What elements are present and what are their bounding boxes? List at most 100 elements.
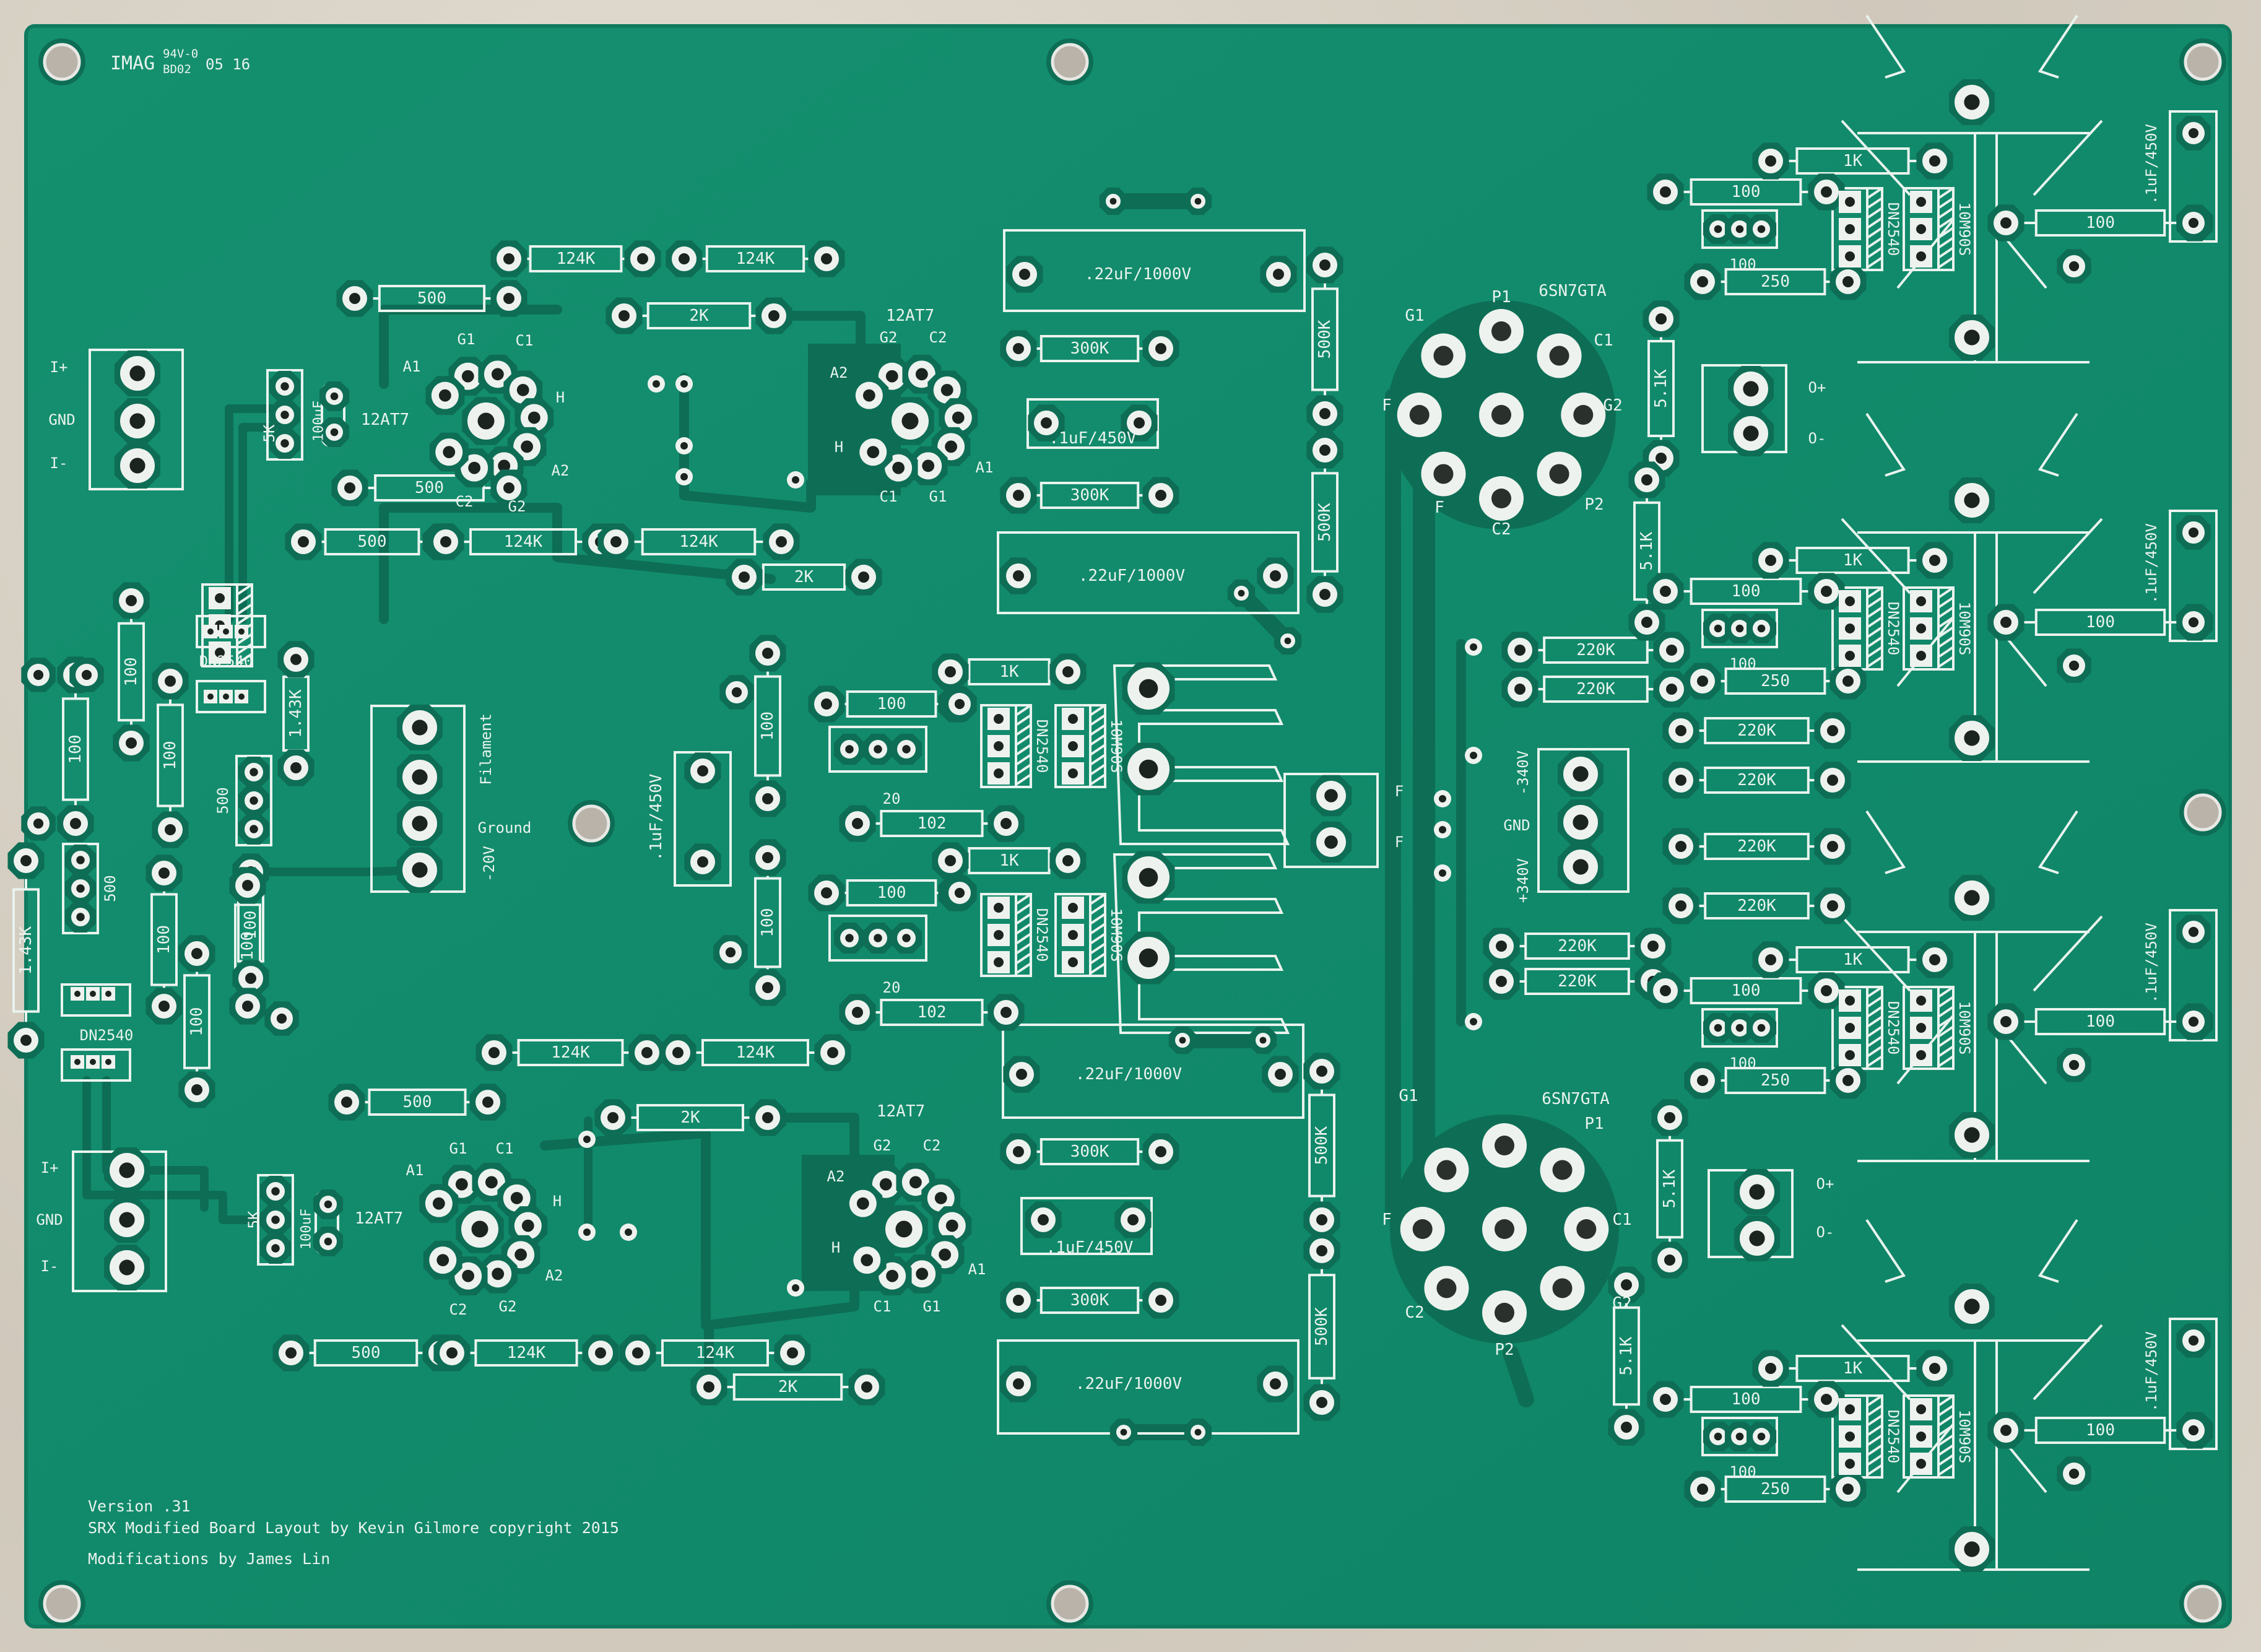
drill-hole <box>503 253 514 264</box>
resistor-value: 100 <box>2086 1421 2115 1440</box>
resistor-value: 250 <box>1761 1480 1790 1498</box>
drill-hole <box>1319 408 1330 419</box>
drill-hole <box>762 1112 773 1123</box>
connector-label: GND <box>36 1211 63 1228</box>
resistor-value: 500K <box>1316 320 1334 359</box>
tube-pin-label: A1 <box>976 459 994 476</box>
silk-line <box>1937 1434 1955 1446</box>
trimpot-label: 500 <box>214 787 232 814</box>
via-hole <box>583 1136 591 1143</box>
drill-hole <box>1068 957 1078 967</box>
drill-hole <box>922 459 935 472</box>
capacitor-outline <box>1026 398 1159 449</box>
octal-pin-label: C1 <box>1594 331 1613 350</box>
tube-pin-label: C2 <box>923 1137 941 1154</box>
drill-hole <box>1845 996 1855 1006</box>
tube-pin-label: G1 <box>458 331 475 348</box>
transistor-label: DN2540 <box>1885 1001 1902 1055</box>
silk-line <box>1866 197 1883 209</box>
resistor-value: 500K <box>1316 503 1334 542</box>
tube-pin-label: G1 <box>929 488 947 505</box>
drill-hole <box>2068 1059 2080 1071</box>
drill-hole <box>1916 996 1926 1006</box>
drill-hole <box>1127 1214 1139 1225</box>
trimpot-outline <box>266 369 303 461</box>
silk-line <box>1015 724 1032 736</box>
capacitor-outline <box>1002 1024 1304 1119</box>
tube-type-label: 12AT7 <box>886 306 934 325</box>
drill-hole <box>349 293 360 304</box>
capacitor-outline <box>1020 1197 1153 1255</box>
resistor-value: 124K <box>736 250 775 268</box>
silk-line <box>1937 996 1955 1008</box>
drill-hole <box>20 1035 32 1046</box>
capacitor-outline <box>1003 229 1306 312</box>
silk-line <box>1866 596 1883 609</box>
drill-hole <box>271 1244 280 1253</box>
drill-hole <box>1675 725 1686 736</box>
resistor-outline <box>1795 946 1910 973</box>
drill-hole <box>1916 197 1926 207</box>
drill-hole <box>994 768 1004 778</box>
drill-hole <box>1495 1219 1514 1239</box>
drill-hole <box>412 769 428 785</box>
resistor-outline <box>118 622 145 722</box>
silk-line <box>1866 626 1883 638</box>
drill-hole <box>1013 570 1024 581</box>
drill-hole <box>280 439 289 448</box>
resistor-value: 100 <box>2086 613 2115 632</box>
drill-hole <box>1000 1007 1012 1018</box>
tube-pin-label: C1 <box>874 1298 892 1315</box>
drill-hole <box>762 648 773 659</box>
resistor-value: 5.1K <box>1617 1336 1636 1375</box>
octal-pin-label: C2 <box>1491 520 1511 539</box>
connector-label: F <box>1395 833 1404 851</box>
capacitor-outline <box>2169 909 2218 1041</box>
heatsink-fin <box>1865 412 2078 477</box>
drill-hole <box>412 719 428 736</box>
drill-hole <box>697 856 708 867</box>
drill-hole <box>191 1084 202 1095</box>
transistor-outline <box>196 680 266 713</box>
resistor-outline <box>183 974 210 1069</box>
silk-line <box>1937 606 1955 619</box>
connector-label: -340V <box>1514 750 1532 795</box>
silk-line <box>236 593 253 606</box>
board-marking-date: 05 16 <box>206 56 250 73</box>
resistor-value: 300K <box>1070 1142 1109 1161</box>
tube-pin-label: H <box>835 438 843 456</box>
drill-hole <box>2000 1016 2011 1027</box>
resistor-outline <box>1704 833 1810 860</box>
trimpot-outline <box>1701 1008 1778 1048</box>
resistor-value: 1K <box>1843 551 1863 570</box>
drill-hole <box>1675 841 1686 852</box>
drill-hole <box>679 253 690 264</box>
drill-hole <box>1549 346 1569 366</box>
trimpot-label: 20 <box>883 790 901 807</box>
via-hole <box>680 473 688 480</box>
drill-hole <box>1845 224 1855 234</box>
resistor-outline <box>1311 472 1339 573</box>
drill-hole <box>440 536 451 547</box>
drill-hole <box>1155 1146 1166 1157</box>
drill-hole <box>1270 1378 1281 1389</box>
silk-line <box>1866 1035 1883 1048</box>
silk-line <box>1089 942 1106 955</box>
mounting-hole <box>1051 1585 1089 1623</box>
drill-hole <box>1916 1404 1926 1414</box>
silk-line <box>1937 1055 1955 1067</box>
resistor-outline <box>705 245 805 272</box>
resistor-outline <box>732 1373 843 1401</box>
resistor-value: 100 <box>2086 1012 2115 1031</box>
capacitor-outline <box>2169 510 2218 642</box>
silk-line <box>1089 714 1106 726</box>
capacitor-value: .1uF/450V <box>2143 523 2160 604</box>
silk-line <box>1937 237 1955 249</box>
silk-line <box>1937 1464 1955 1476</box>
drill-hole <box>1664 1254 1675 1266</box>
drill-hole <box>119 1212 135 1228</box>
drill-hole <box>2000 217 2011 228</box>
resistor-outline <box>1656 1139 1683 1239</box>
drill-hole <box>1765 555 1776 566</box>
drill-hole <box>994 957 1004 967</box>
